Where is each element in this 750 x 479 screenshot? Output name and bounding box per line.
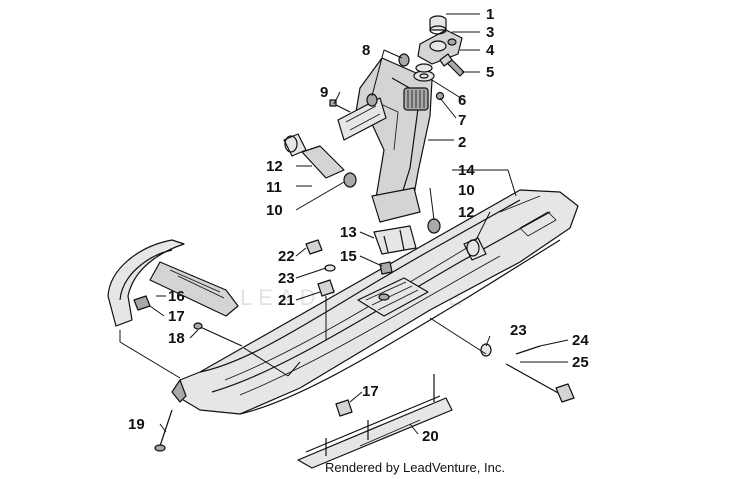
wear-bar-part-20 bbox=[297, 374, 453, 469]
callout-6: 6 bbox=[458, 92, 466, 109]
bushings-part-8 bbox=[366, 53, 410, 107]
bolt-part-5 bbox=[439, 53, 465, 77]
washer-part-6 bbox=[413, 63, 435, 82]
callout-19: 19 bbox=[128, 416, 145, 433]
ski-mount-plate bbox=[357, 277, 429, 317]
spindle bbox=[337, 57, 433, 223]
bolt-part-25 bbox=[505, 363, 575, 403]
callout-14: 14 bbox=[458, 162, 475, 179]
screw-part-9 bbox=[329, 99, 351, 113]
callout-22: 22 bbox=[278, 248, 295, 265]
callout-23-lower: 23 bbox=[510, 322, 527, 339]
callout-23-upper: 23 bbox=[278, 270, 295, 287]
callout-9: 9 bbox=[320, 84, 328, 101]
callout-1: 1 bbox=[486, 6, 494, 23]
callout-2: 2 bbox=[458, 134, 466, 151]
ski-loop-part-16 bbox=[107, 239, 239, 327]
callout-25: 25 bbox=[572, 354, 589, 371]
callout-17-lower: 17 bbox=[362, 383, 379, 400]
nut-part-21 bbox=[317, 279, 335, 297]
callout-4: 4 bbox=[486, 42, 495, 59]
callout-24: 24 bbox=[572, 332, 589, 349]
bolt-part-17-upper bbox=[133, 295, 151, 311]
bolt-part-18 bbox=[193, 322, 243, 347]
callout-7: 7 bbox=[458, 112, 466, 129]
callout-10-left: 10 bbox=[266, 202, 283, 219]
callout-10-right: 10 bbox=[458, 182, 475, 199]
callout-11: 11 bbox=[266, 179, 282, 196]
callout-3: 3 bbox=[486, 24, 494, 41]
steering-arm bbox=[417, 29, 463, 65]
pin-part-24 bbox=[515, 345, 541, 355]
render-credit: Rendered by LeadVenture, Inc. bbox=[325, 460, 505, 475]
callout-12-left: 12 bbox=[266, 158, 283, 175]
callout-labels: 1 3 4 5 8 6 9 7 2 12 11 14 10 10 12 13 2… bbox=[128, 6, 589, 445]
spacers-left bbox=[283, 133, 357, 188]
callout-18: 18 bbox=[168, 330, 185, 347]
fitting-part-7 bbox=[435, 91, 445, 101]
cap-part-1 bbox=[429, 15, 447, 35]
callout-20: 20 bbox=[422, 428, 439, 445]
callout-5: 5 bbox=[486, 64, 494, 81]
nut-part-17-lower bbox=[335, 399, 353, 417]
callout-15: 15 bbox=[340, 248, 357, 265]
pad-part-13 bbox=[373, 225, 417, 255]
washer-part-23-lower bbox=[480, 343, 492, 357]
leader-lines bbox=[119, 13, 569, 435]
nut-part-15 bbox=[379, 261, 393, 275]
callout-8: 8 bbox=[362, 42, 370, 59]
callout-12-right: 12 bbox=[458, 204, 475, 221]
callout-21: 21 bbox=[278, 292, 295, 309]
nut-part-22 bbox=[305, 239, 323, 255]
bolt-part-19 bbox=[154, 409, 173, 452]
washer-part-23-upper bbox=[324, 264, 336, 272]
callout-13: 13 bbox=[340, 224, 357, 241]
callout-16: 16 bbox=[168, 288, 185, 305]
callout-17-upper: 17 bbox=[168, 308, 185, 325]
